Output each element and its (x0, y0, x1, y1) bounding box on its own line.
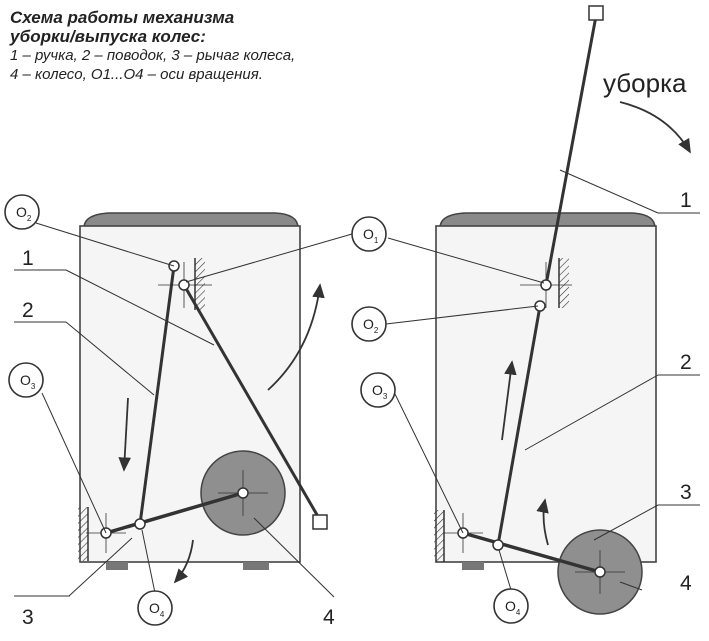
right-wall-mount-upper (559, 258, 569, 308)
right-label-2: 2 (680, 351, 692, 374)
figure-caption: Схема работы механизма уборки/выпуска ко… (10, 8, 370, 84)
right-callout-o4 (493, 588, 529, 624)
left-handle-rod (182, 284, 322, 521)
left-label-3: 3 (22, 606, 34, 629)
right-label-3: 3 (680, 481, 692, 504)
left-wall-mount-lower (78, 507, 88, 561)
right-link-rod (496, 305, 542, 546)
right-label-4: 4 (680, 572, 692, 595)
caption-title-line-2: уборки/выпуска колес: (10, 27, 206, 46)
left-link-rod (138, 265, 176, 525)
left-foot-right (243, 562, 269, 570)
left-label-4: 4 (323, 606, 335, 629)
right-callout-o2 (351, 306, 387, 342)
left-handle-knob (312, 514, 328, 530)
left-callout-o4-text: O4 (149, 600, 165, 619)
left-callout-o4 (137, 590, 173, 626)
left-wheel-axle (237, 487, 249, 499)
right-label-1: 1 (680, 189, 692, 212)
right-foot-left (462, 562, 484, 570)
right-arrow-up (501, 360, 517, 441)
caption-legend-line-2: 4 – колесо, O1...O4 – оси вращения. (10, 66, 263, 83)
retract-direction-arrow (619, 101, 691, 154)
right-pivot-o1 (540, 279, 552, 291)
right-arrow-curved-up (536, 498, 549, 546)
right-wheel-axle (594, 566, 606, 578)
right-handle-knob (588, 5, 604, 21)
right-callout-o3 (360, 372, 396, 408)
left-lever-rod (105, 491, 244, 535)
left-arrow-curved-down (173, 539, 194, 584)
left-label-2: 2 (22, 299, 34, 322)
right-wall-mount-lower (434, 510, 444, 562)
left-wall-mount-upper (195, 258, 205, 310)
right-callout-o3-text: O3 (372, 382, 388, 401)
left-diagram-extended: O2 O3 O4 O1 1 2 3 4 (4, 194, 387, 629)
retract-direction-label: уборка (603, 68, 687, 98)
left-callout-o1 (351, 216, 387, 252)
right-handle-rod (544, 15, 598, 286)
left-foot-left (106, 562, 128, 570)
right-callout-o4-text: O4 (505, 598, 521, 617)
left-callout-o2 (4, 194, 40, 230)
right-pivot-o4 (492, 539, 504, 551)
left-pivot-o4 (134, 518, 146, 530)
right-callout-o2-text: O2 (363, 316, 379, 335)
left-label-1: 1 (22, 247, 34, 270)
right-seat-cushion (439, 212, 656, 229)
caption-legend-line-1: 1 – ручка, 2 – поводок, 3 – рычаг колеса… (10, 47, 296, 64)
left-seat-cushion (83, 212, 299, 229)
right-lever-rod (462, 531, 601, 574)
left-callout-o2-text: O2 (16, 204, 32, 223)
left-pivot-o1 (178, 279, 190, 291)
left-callout-o3 (8, 362, 44, 398)
caption-title-line-1: Схема работы механизма (10, 8, 235, 27)
left-callout-o1-text: O1 (363, 226, 379, 245)
left-arrow-down (118, 397, 131, 472)
left-callout-o3-text: O3 (20, 372, 36, 391)
right-diagram-retracted: O2 O3 O4 уборка 1 2 3 4 (351, 5, 700, 624)
left-arrow-curved-up (267, 283, 325, 391)
